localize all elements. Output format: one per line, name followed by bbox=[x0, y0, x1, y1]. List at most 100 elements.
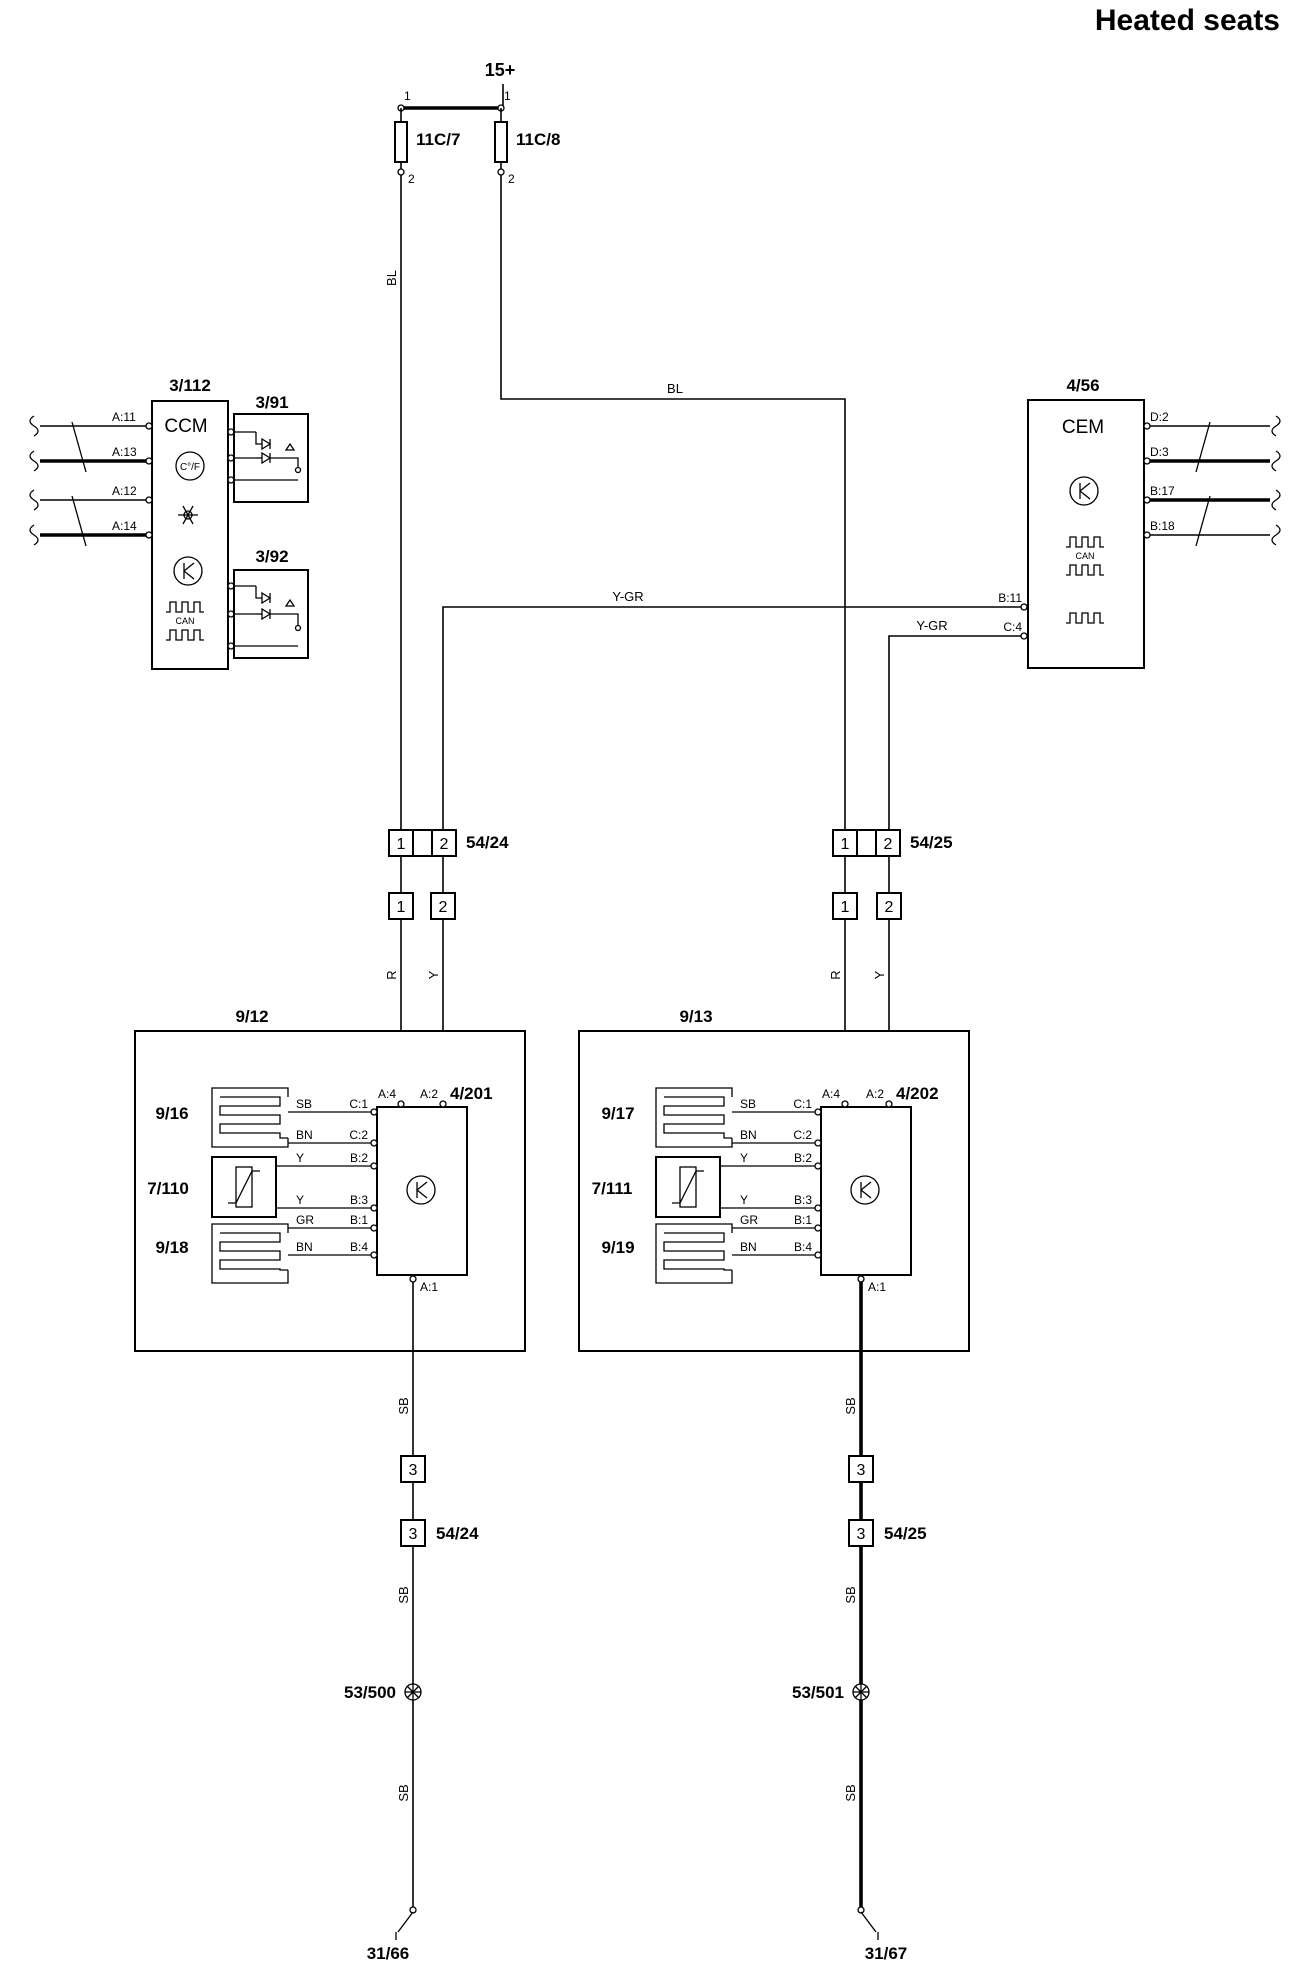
conn-right-pin2 bbox=[875, 829, 901, 857]
conn-left-id: 54/24 bbox=[466, 833, 509, 852]
conn-right-pin2-label: 2 bbox=[884, 836, 893, 853]
twisted-pair-mark-1 bbox=[71, 421, 87, 473]
wire-ygr-top-label: Y-GR bbox=[612, 589, 643, 604]
conn-left-pin3a bbox=[400, 1455, 426, 1483]
cem-can-bus-icon bbox=[1066, 536, 1104, 576]
seat-left-pin-b4-dot bbox=[370, 1251, 378, 1259]
seat-right-control-module bbox=[820, 1106, 912, 1276]
cem-twisted-pair-mark-2 bbox=[1195, 495, 1211, 547]
conn-right-spacer bbox=[856, 829, 877, 857]
conn-right-pin2b-label: 2 bbox=[885, 899, 894, 916]
seat-right-wc-bn1: BN bbox=[740, 1128, 757, 1142]
ccm-name: CCM bbox=[164, 416, 207, 437]
seat-right-pin-b1-dot bbox=[814, 1224, 822, 1232]
seat-right-cushion-id: 9/19 bbox=[601, 1238, 634, 1257]
conn-right-pin3b-label: 3 bbox=[857, 1526, 866, 1543]
ground-right-id: 31/67 bbox=[865, 1944, 908, 1963]
seat-left-pin-c2: C:2 bbox=[349, 1128, 368, 1142]
seat-left-wc-y1: Y bbox=[296, 1151, 304, 1165]
seat-left-module-icon bbox=[406, 1175, 436, 1205]
switch-top-id: 3/91 bbox=[255, 393, 288, 412]
cem-pin-b18-dot bbox=[1143, 531, 1151, 539]
fuse-left-pin2: 2 bbox=[408, 172, 415, 186]
wire-sb-left-1-label: SB bbox=[396, 1397, 411, 1414]
seat-right-id: 9/13 bbox=[679, 1007, 712, 1026]
splice-right-id: 53/501 bbox=[792, 1683, 844, 1702]
wire-sb-right-2-label: SB bbox=[843, 1586, 858, 1603]
fuse-left-body bbox=[394, 121, 408, 163]
switch-bottom-led-icon bbox=[234, 585, 302, 647]
seat-right-pin-c1-dot bbox=[814, 1108, 822, 1116]
seat-right-pin-a4-dot bbox=[841, 1100, 849, 1108]
seat-right-pin-a2-dot bbox=[885, 1100, 893, 1108]
cem-pin-d2: D:2 bbox=[1150, 410, 1169, 424]
seat-left-pin-b2: B:2 bbox=[350, 1151, 368, 1165]
cem-pin-b18: B:18 bbox=[1150, 519, 1175, 533]
fuse-right-pin2: 2 bbox=[508, 172, 515, 186]
fuse-left-pin2-dot bbox=[397, 168, 405, 176]
seat-right-sensor-id: 7/111 bbox=[592, 1179, 633, 1198]
seat-right-pin-b4: B:4 bbox=[794, 1240, 812, 1254]
wire-ygr-bottom-label: Y-GR bbox=[916, 618, 947, 633]
supply-label: 15+ bbox=[485, 60, 516, 80]
seat-left-pin-b1-dot bbox=[370, 1224, 378, 1232]
seat-right-pin-c2-dot bbox=[814, 1139, 822, 1147]
wire-sb-right-3-label: SB bbox=[843, 1784, 858, 1801]
seat-right-module-id: 4/202 bbox=[896, 1084, 939, 1103]
ccm-pin-a11: A:11 bbox=[112, 410, 136, 424]
seat-left-pin-b1: B:1 bbox=[350, 1213, 368, 1227]
cem-twisted-pair-mark-1 bbox=[1195, 421, 1211, 473]
ccm-module bbox=[151, 400, 229, 670]
wire-break-icon bbox=[29, 415, 39, 546]
fuse-right-pin1: 1 bbox=[504, 89, 511, 103]
conn-left-pin2b-label: 2 bbox=[439, 899, 448, 916]
wire-bl-right bbox=[500, 175, 846, 830]
conn-left-spacer bbox=[412, 829, 433, 857]
wire-y-right-label: Y bbox=[872, 970, 887, 979]
fuse-right-pin2-dot bbox=[497, 168, 505, 176]
conn-right-pin1-label: 1 bbox=[841, 836, 850, 853]
wire-ygr-right bbox=[888, 635, 1022, 830]
conn-right-pin2b bbox=[876, 892, 902, 920]
conn-left-pin2 bbox=[431, 829, 457, 857]
ccm-pin-a11-dot bbox=[145, 422, 153, 430]
conn-left-pin1-label: 1 bbox=[397, 836, 406, 853]
seat-left-pin-b4: B:4 bbox=[350, 1240, 368, 1254]
seat-right-pin-a1: A:1 bbox=[868, 1280, 886, 1294]
seat-left-wc-sb: SB bbox=[296, 1097, 312, 1111]
wire-r-left-label: R bbox=[384, 970, 399, 979]
wire-r-right-label: R bbox=[828, 970, 843, 979]
twisted-pair-mark-2 bbox=[71, 495, 87, 547]
fuse-right-body bbox=[494, 121, 508, 163]
seat-right-wc-y1: Y bbox=[740, 1151, 748, 1165]
conn-left-pin3a-label: 3 bbox=[409, 1462, 418, 1479]
conn-right-pin3a bbox=[848, 1455, 874, 1483]
temperature-unit-symbol: C°/F bbox=[180, 462, 200, 473]
seat-left-pin-a2-dot bbox=[439, 1100, 447, 1108]
control-unit-icon bbox=[173, 556, 203, 586]
cem-name: CEM bbox=[1062, 417, 1104, 438]
seat-right-pin-b2-dot bbox=[814, 1162, 822, 1170]
conn-right-id: 54/25 bbox=[910, 833, 953, 852]
seat-left-wc-bn1: BN bbox=[296, 1128, 313, 1142]
ccm-pin-a12: A:12 bbox=[112, 484, 137, 498]
seat-left-thermistor-icon bbox=[228, 1166, 260, 1208]
seat-right-pin-a1-dot bbox=[857, 1275, 865, 1283]
switch-bottom-id: 3/92 bbox=[255, 547, 288, 566]
cem-module bbox=[1027, 399, 1145, 669]
conn-left-pin2b bbox=[430, 892, 456, 920]
cem-pin-b17: B:17 bbox=[1150, 484, 1175, 498]
seat-right-pin-b3: B:3 bbox=[794, 1193, 812, 1207]
seat-right-module-icon bbox=[850, 1175, 880, 1205]
seat-right-pin-b1: B:1 bbox=[794, 1213, 812, 1227]
seat-right-wc-y2: Y bbox=[740, 1193, 748, 1207]
seat-right-pin-c2: C:2 bbox=[793, 1128, 812, 1142]
can-bus-icon bbox=[166, 601, 204, 641]
seat-right-assembly: 9/13 4/202 A:4 A:2 9/17 SB BN C:1 C:2 7/… bbox=[578, 1007, 970, 1352]
wire-ygr-left bbox=[442, 606, 1022, 830]
wire-sb-left-3-label: SB bbox=[396, 1784, 411, 1801]
seat-left-module-id: 4/201 bbox=[450, 1084, 493, 1103]
seat-left-pin-a4: A:4 bbox=[378, 1087, 396, 1101]
ccm-pin-a14: A:14 bbox=[112, 519, 137, 533]
